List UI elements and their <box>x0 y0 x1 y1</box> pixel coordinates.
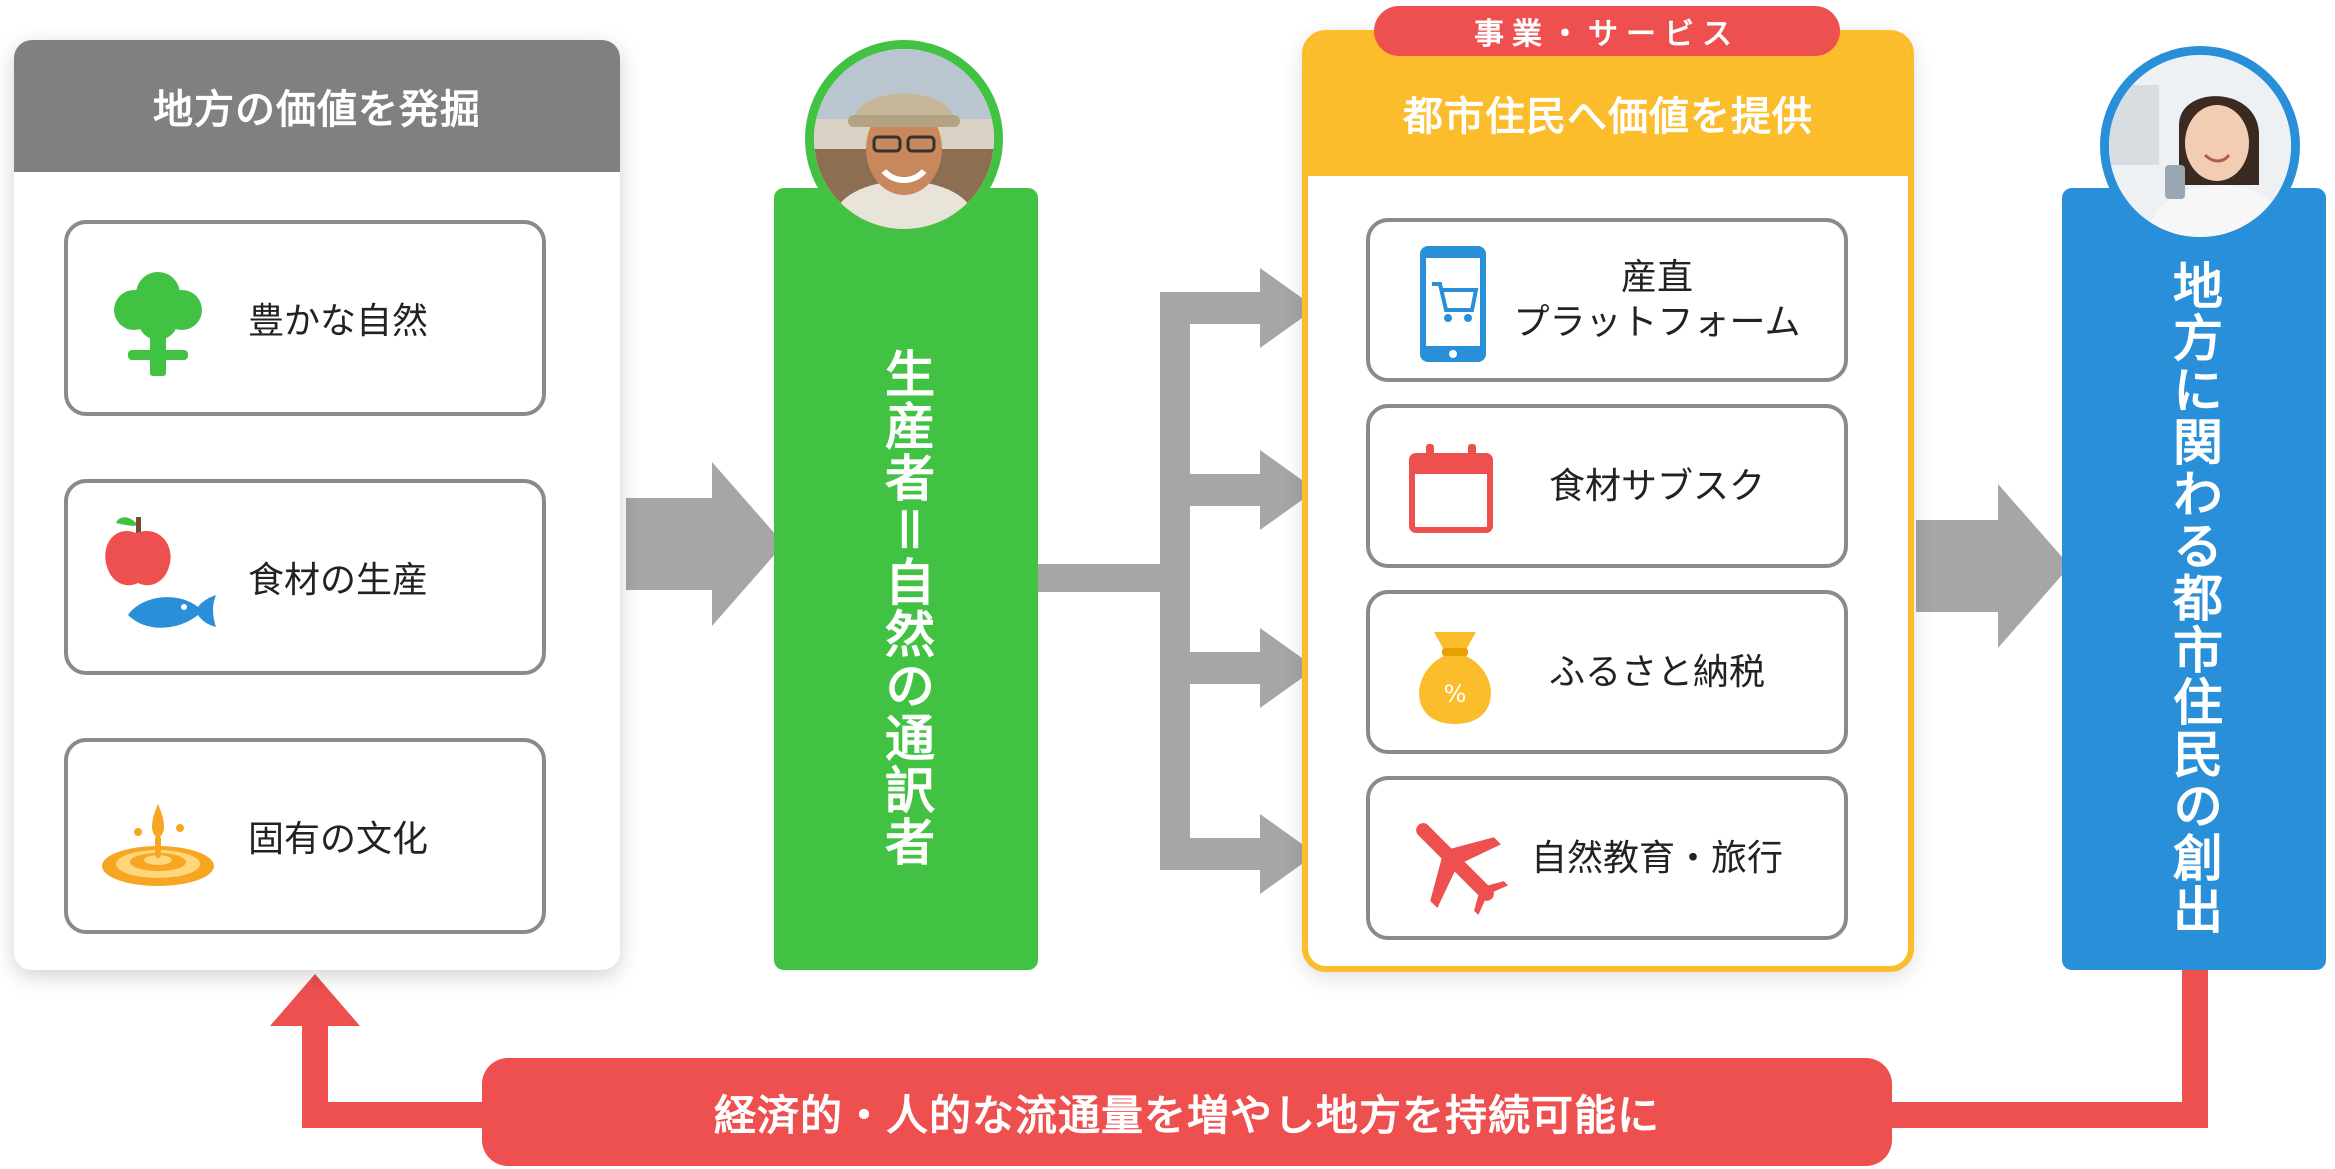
airplane-icon <box>1416 823 1509 916</box>
sustainability-banner: 経済的・人的な流通量を増やし地方を持続可能に <box>482 1058 1892 1166</box>
direct-sales-line2: プラットフォーム <box>1513 302 1801 343</box>
direct-sales-platform-card: 産直 プラットフォーム <box>1366 218 1848 382</box>
hometown-tax-label: ふるさと納税 <box>1548 651 1765 693</box>
loop-bottom-right <box>1880 1102 2208 1128</box>
woman-portrait <box>2109 55 2291 237</box>
branch-arrow-3 <box>1160 628 1316 708</box>
urban-residents-label: 地方に関わる都市住民の創出 <box>2165 260 2223 936</box>
apple-fish-icon <box>105 517 216 628</box>
discover-value-title: 地方の価値を発掘 <box>14 40 620 172</box>
direct-sales-line1: 産直 <box>1620 257 1693 298</box>
business-service-tag: 事業・サービス <box>1374 6 1840 56</box>
food-production-card: 食材の生産 <box>64 479 546 675</box>
woman-avatar <box>2100 46 2300 246</box>
arrow-to-result <box>1916 484 2070 648</box>
smartphone-cart-icon <box>1420 246 1486 362</box>
nature-education-travel-card: 自然教育・旅行 <box>1366 776 1848 940</box>
producer-label: 生産者＝自然の通訳者 <box>877 348 935 868</box>
branch-arrow-1 <box>1160 268 1316 348</box>
rich-nature-card: 豊かな自然 <box>64 220 546 416</box>
farmer-avatar <box>805 40 1003 238</box>
producer-column: 生産者＝自然の通訳者 <box>774 188 1038 970</box>
direct-sales-platform-label: 産直 プラットフォーム <box>1480 222 1834 378</box>
food-subscription-card: 食材サブスク <box>1366 404 1848 568</box>
loop-left-vertical <box>302 1020 328 1128</box>
urban-residents-column: 地方に関わる都市住民の創出 <box>2062 188 2326 970</box>
loop-arrowhead <box>270 974 360 1026</box>
unique-culture-card: 固有の文化 <box>64 738 546 934</box>
food-production-label: 食材の生産 <box>248 560 429 601</box>
loop-right-vertical <box>2182 968 2208 1128</box>
branch-arrows <box>1160 268 1316 894</box>
rich-nature-label: 豊かな自然 <box>248 301 429 342</box>
branch-arrow-4 <box>1160 814 1316 894</box>
hometown-tax-card: % ふるさと納税 <box>1366 590 1848 754</box>
water-drop-icon <box>102 804 214 886</box>
arrow-to-producer <box>626 462 784 626</box>
branch-stem <box>1038 564 1166 592</box>
money-bag-icon: % <box>1419 632 1491 724</box>
food-subscription-label: 食材サブスク <box>1548 465 1765 507</box>
branch-spine <box>1160 296 1190 868</box>
service-panel-title: 都市住民へ価値を提供 <box>1308 36 1908 176</box>
calendar-icon <box>1409 444 1493 533</box>
farmer-portrait <box>814 49 994 229</box>
loop-bottom-left <box>302 1102 492 1128</box>
branch-arrow-2 <box>1160 450 1316 530</box>
svg-text:%: % <box>1444 680 1467 708</box>
unique-culture-label: 固有の文化 <box>248 819 429 860</box>
tree-icon <box>114 272 202 376</box>
nature-education-travel-label: 自然教育・旅行 <box>1530 837 1783 879</box>
